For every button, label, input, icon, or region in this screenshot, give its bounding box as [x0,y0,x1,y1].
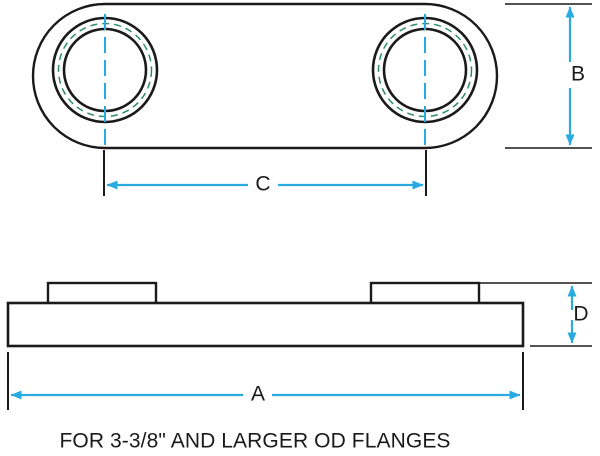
boss-left [46,281,158,306]
drawing-caption: FOR 3-3/8" AND LARGER OD FLANGES [59,430,450,453]
plate-body [6,301,525,348]
side-view: D A [6,281,592,410]
dimension-A: A [7,352,524,410]
boss-right [369,281,481,306]
dimension-A-label: A [251,383,265,406]
dimension-B: B [505,3,592,149]
dimension-C-label: C [255,173,270,196]
top-view: B C [31,2,592,196]
dimension-D-label: D [573,303,588,326]
dimension-B-label: B [571,63,585,86]
dimension-C: C [103,150,427,196]
dimension-D: D [474,282,592,347]
